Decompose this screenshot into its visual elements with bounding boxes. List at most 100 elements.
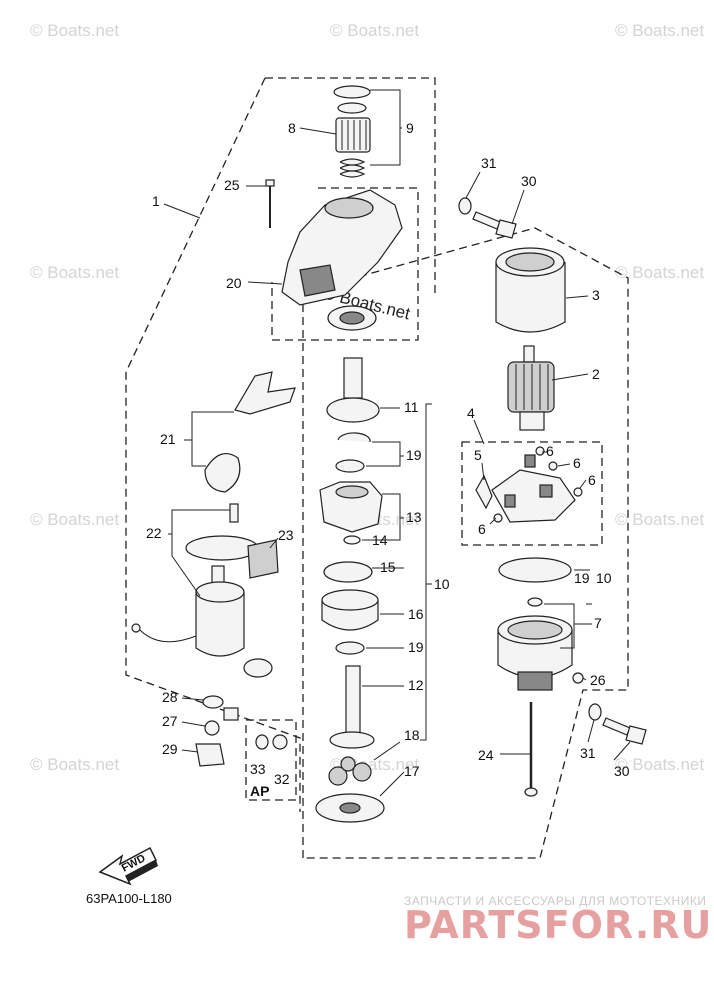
callout-29: 29 [162, 741, 178, 757]
watermark-text: © Boats.net [615, 263, 704, 282]
planet-gear [352, 762, 372, 782]
solenoid-plate [185, 535, 259, 561]
bolt-head [524, 787, 538, 797]
callout-26: 26 [590, 672, 606, 688]
bracket-bore [324, 197, 374, 219]
footer-brand-logo: PARTSFOR.RU [404, 903, 712, 947]
callout-3: 3 [592, 287, 600, 303]
armature-shaft-top [523, 345, 535, 363]
stud [223, 707, 239, 721]
left-components [131, 371, 296, 767]
ap-kit-boundary [245, 719, 297, 801]
assembly-boundaries [125, 77, 629, 859]
callout-16: 16 [408, 606, 424, 622]
washer [527, 597, 543, 607]
brush-lead [475, 474, 493, 510]
brush [504, 494, 516, 508]
assembly-4-boundary [461, 441, 603, 546]
assembly-10-boundary [302, 227, 629, 859]
watermark-text: © Boats.net [30, 21, 119, 40]
bearing-center [339, 311, 365, 325]
callout-21: 21 [160, 431, 176, 447]
pinion-assembly [333, 85, 371, 178]
nut [573, 487, 583, 497]
callout-8: 8 [288, 120, 296, 136]
callout-28: 28 [162, 689, 178, 705]
nut [535, 446, 545, 456]
callout-27: 27 [162, 713, 178, 729]
callout-17: 17 [404, 763, 420, 779]
callout-12: 12 [408, 677, 424, 693]
callout-1: 1 [152, 193, 160, 209]
washer-33 [255, 734, 269, 750]
shift-lever-21 [234, 371, 296, 415]
rear-cover-terminal [517, 671, 553, 691]
internal-gear-rim [321, 589, 379, 611]
nut-27 [204, 720, 220, 736]
watermark-text: © Boats.net [30, 263, 119, 282]
callout-2: 2 [592, 366, 600, 382]
planet-gear [340, 756, 356, 772]
washer [458, 197, 472, 215]
bolt-shank [602, 717, 631, 736]
plate-hole [339, 802, 361, 814]
bracket-flange [299, 264, 336, 297]
lever-spring-21 [204, 452, 241, 493]
callout-32: 32 [274, 771, 290, 787]
terminal-cover-29 [195, 743, 225, 767]
brush-plate-19 [498, 557, 572, 607]
callout-18: 18 [404, 727, 420, 743]
yoke [495, 247, 566, 333]
assembly-20-boundary [271, 187, 419, 341]
solenoid-top [195, 581, 245, 603]
callout-23: 23 [278, 527, 294, 543]
watermark-text: © Boats.net [30, 755, 119, 774]
callout-14: 14 [372, 532, 388, 548]
callout-19: 19 [406, 447, 422, 463]
callout-6: 6 [588, 472, 596, 488]
armature [507, 345, 555, 431]
watermark-text: © Boats.net [615, 21, 704, 40]
bolt-30-washer-31-top [458, 197, 517, 239]
callout-6: 6 [478, 521, 486, 537]
watermark-text: © Boats.net [30, 510, 119, 529]
callout-20: 20 [226, 275, 242, 291]
grommet-28 [202, 695, 224, 709]
bushing-14 [343, 535, 361, 545]
drive-pinion-gear [335, 117, 371, 153]
watermark-text: © Boats.net [615, 510, 704, 529]
callout-15: 15 [380, 559, 396, 575]
part-number-label: 63PA100-L180 [86, 891, 172, 906]
rear-cover-bore [507, 620, 563, 640]
ring-clip [337, 102, 367, 114]
shaft-12 [345, 665, 361, 739]
callout-11: 11 [404, 399, 419, 415]
washer-19-lower [335, 641, 365, 655]
rubber-boot-23 [247, 539, 279, 579]
callout-33: 33 [250, 761, 266, 777]
yoke-body [495, 262, 566, 333]
long-bolt-24 [524, 702, 538, 797]
plate-18 [329, 731, 375, 749]
callout-13: 13 [406, 509, 422, 525]
watermark-text: © Boats.net [330, 21, 419, 40]
planet-gear [328, 766, 348, 786]
callout-7: 7 [594, 615, 602, 631]
callout-5: 5 [474, 447, 482, 463]
callout-19: 19 [408, 639, 424, 655]
callout-19: 19 [574, 570, 590, 586]
callout-10: 10 [434, 576, 450, 592]
watermark-text: © Boats.net [615, 755, 704, 774]
wire-terminal [131, 623, 141, 633]
fwd-arrow-icon: FWD [98, 846, 158, 886]
callout-22: 22 [146, 525, 162, 541]
assembly-1-boundary [125, 77, 436, 812]
pinion-spring [339, 158, 366, 178]
ap-label: AP [250, 783, 269, 799]
nut-32 [272, 734, 288, 750]
cap [243, 658, 273, 678]
nut [548, 461, 558, 471]
rear-cover [497, 615, 584, 691]
shaft-flange [326, 397, 380, 423]
